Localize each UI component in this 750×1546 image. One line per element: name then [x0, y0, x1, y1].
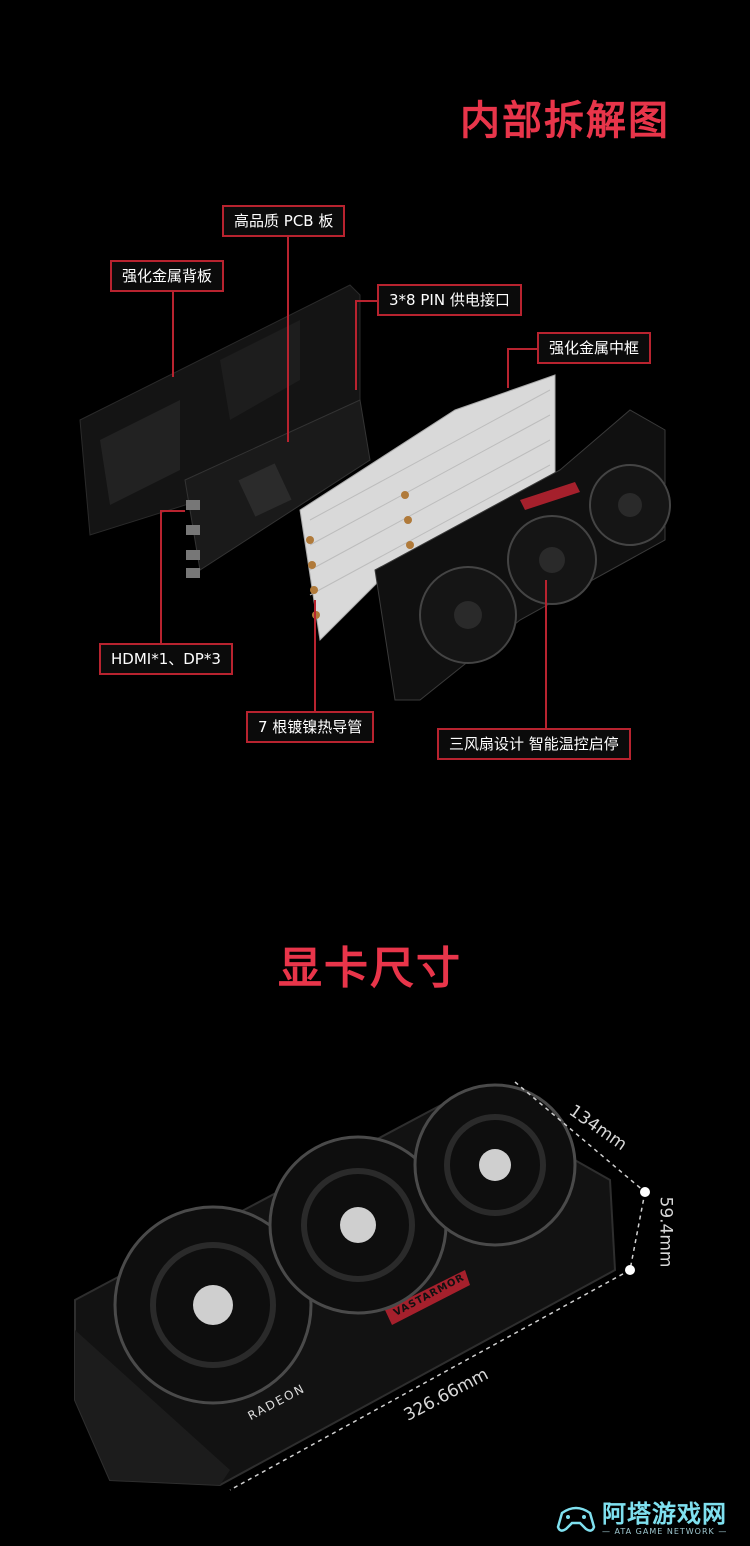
- exploded-view-title: 内部拆解图: [460, 98, 670, 144]
- callout-heatpipes: 7 根镀镍热导管: [246, 711, 375, 743]
- watermark-sub: — ATA GAME NETWORK —: [602, 1527, 728, 1536]
- callout-ports: HDMI*1、DP*3: [99, 643, 233, 675]
- gamepad-icon: [556, 1506, 596, 1532]
- callout-power: 3*8 PIN 供电接口: [377, 284, 522, 316]
- callout-midframe: 强化金属中框: [537, 332, 652, 364]
- dim-thickness-label: 59.4mm: [655, 1196, 676, 1268]
- card-size-title: 显卡尺寸: [278, 943, 462, 994]
- callout-fans: 三风扇设计 智能温控启停: [437, 728, 631, 760]
- watermark-logo: 阿塔游戏网 — ATA GAME NETWORK —: [556, 1496, 746, 1542]
- exploded-gpu-illustration: [79, 284, 671, 701]
- callout-backplate: 强化金属背板: [110, 260, 225, 292]
- watermark-main: 阿塔游戏网: [602, 1500, 727, 1528]
- red-stripe-shape: [385, 1270, 470, 1325]
- callout-pcb: 高品质 PCB 板: [222, 205, 346, 237]
